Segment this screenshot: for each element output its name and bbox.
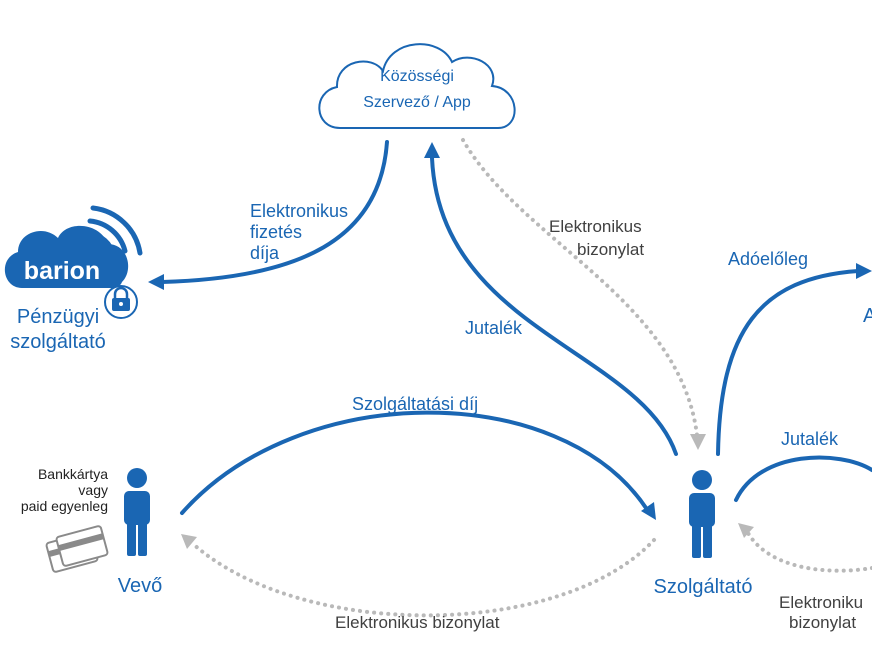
label-receipt-top-line2: bizonylat: [577, 240, 644, 259]
label-receipt-top-line1: Elektronikus: [549, 217, 642, 236]
buyer-person-icon: [124, 468, 150, 556]
arrow-tax-advance: [716, 263, 872, 456]
provider-person-icon: [689, 470, 715, 558]
label-payment-fee-line2: fizetés: [250, 222, 302, 242]
arrow-commission-left: [424, 142, 678, 456]
payment-method-note-line2: vagy: [78, 482, 108, 498]
label-tax-advance: Adóelőleg: [728, 249, 808, 269]
label-payment-fee-line3: díja: [250, 243, 280, 263]
lock-icon: [104, 285, 138, 319]
arrow-receipt-right: [738, 523, 872, 573]
tax-authority-label-partial: A: [863, 305, 872, 327]
bank-card-icon: [45, 525, 109, 573]
label-receipt-right-line2: bizonylat: [789, 613, 856, 632]
arrow-receipt-top: [461, 138, 706, 450]
arrow-receipt-bottom: [181, 534, 656, 618]
arrow-commission-right: [734, 455, 872, 502]
barion-logo: barion: [4, 205, 143, 319]
label-commission-right: Jutalék: [781, 429, 839, 449]
payment-method-note-line3: paid egyenleg: [21, 498, 108, 514]
payment-method-note-line1: Bankkártya: [38, 466, 108, 482]
label-payment-fee-line1: Elektronikus: [250, 201, 348, 221]
cloud-label-line1: Közösségi: [380, 68, 454, 85]
wifi-icon: [82, 205, 143, 256]
label-receipt-right-line1: Elektroniku: [779, 593, 863, 612]
label-service-fee: Szolgáltatási díj: [352, 394, 478, 414]
barion-logo-text: barion: [24, 257, 100, 285]
label-receipt-bottom: Elektronikus bizonylat: [335, 613, 500, 632]
arrow-payment-fee: [148, 140, 389, 290]
buyer-label: Vevő: [118, 575, 162, 597]
provider-label: Szolgáltató: [654, 576, 753, 598]
community-organizer-cloud: Közösségi Szervező / App: [318, 43, 516, 129]
label-commission-left: Jutalék: [465, 318, 523, 338]
financial-provider-label-line1: Pénzügyi: [17, 306, 99, 328]
cloud-label-line2: Szervező / App: [363, 94, 471, 111]
arrow-service-fee: [180, 410, 656, 520]
financial-provider-label-line2: szolgáltató: [10, 331, 106, 353]
